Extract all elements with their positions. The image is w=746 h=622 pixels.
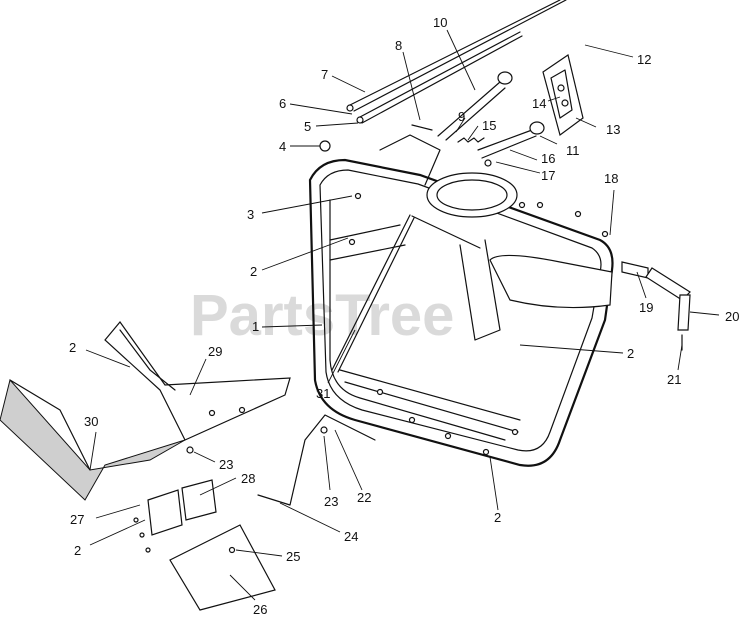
callout-2-left: 2 xyxy=(69,340,76,355)
bent-rod xyxy=(257,414,376,506)
rod-assembly xyxy=(346,0,567,124)
callout-2-lower-left: 2 xyxy=(74,543,81,558)
pin-part xyxy=(411,124,433,131)
callout-23: 23 xyxy=(324,494,338,509)
callout-16: 16 xyxy=(541,151,555,166)
callout-19: 19 xyxy=(639,300,653,315)
callout-5: 5 xyxy=(304,119,311,134)
callout-21: 21 xyxy=(667,372,681,387)
deflector-chute xyxy=(104,321,291,441)
callout-2-right: 2 xyxy=(627,346,634,361)
callout-6: 6 xyxy=(279,96,286,111)
callout-14: 14 xyxy=(532,96,546,111)
callout-2: 2 xyxy=(250,264,257,279)
callout-4: 4 xyxy=(279,139,286,154)
callout-3: 3 xyxy=(247,207,254,222)
callout-30: 30 xyxy=(84,414,98,429)
callout-22: 22 xyxy=(357,490,371,505)
callout-8: 8 xyxy=(395,38,402,53)
mounting-bolts xyxy=(348,192,609,456)
callout-12: 12 xyxy=(637,52,651,67)
callout-2-bottom: 2 xyxy=(494,510,501,525)
watermark-text: PartsTree xyxy=(190,283,454,348)
leader-lines xyxy=(85,29,720,601)
hinge-bracket xyxy=(133,479,217,553)
shield-panel xyxy=(0,378,186,501)
callout-15: 15 xyxy=(482,118,496,133)
callout-23-left: 23 xyxy=(219,457,233,472)
guard-plate xyxy=(169,524,276,611)
callout-10: 10 xyxy=(433,15,447,30)
callout-18: 18 xyxy=(604,171,618,186)
callout-24: 24 xyxy=(344,529,358,544)
callout-17: 17 xyxy=(541,168,555,183)
control-rod xyxy=(331,214,481,373)
callout-20: 20 xyxy=(725,309,739,324)
plate-bolt xyxy=(228,546,236,554)
rod-clip xyxy=(320,426,328,434)
callout-labels: 1 2 3 4 5 6 7 8 10 9 15 16 11 17 12 14 1… xyxy=(69,15,739,617)
callout-28: 28 xyxy=(241,471,255,486)
callout-27: 27 xyxy=(70,512,84,527)
spring-linkage xyxy=(437,71,545,167)
callout-31: 31 xyxy=(316,386,330,401)
callout-7: 7 xyxy=(321,67,328,82)
main-housing xyxy=(308,134,614,467)
callout-26: 26 xyxy=(253,602,267,617)
callout-1: 1 xyxy=(252,319,259,334)
callout-29: 29 xyxy=(208,344,222,359)
discharge-tube xyxy=(621,261,691,351)
callout-13: 13 xyxy=(606,122,620,137)
callout-25: 25 xyxy=(286,549,300,564)
callout-9: 9 xyxy=(458,109,465,124)
bushing-part xyxy=(319,140,331,152)
callout-11: 11 xyxy=(566,143,580,158)
bracket-plate xyxy=(542,54,584,137)
small-nut xyxy=(186,446,194,454)
